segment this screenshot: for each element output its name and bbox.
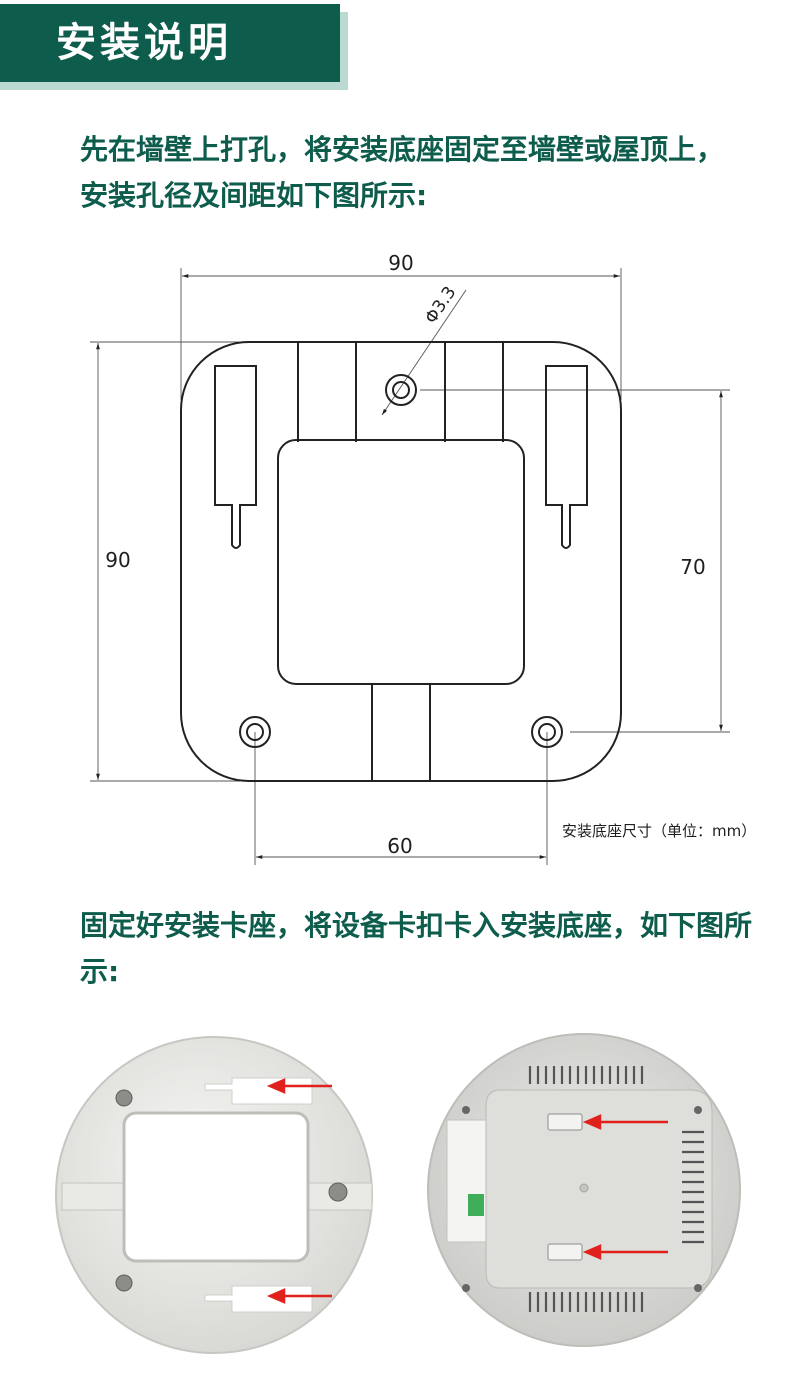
base-plate-outline bbox=[180, 341, 622, 782]
installation-photos bbox=[55, 1033, 741, 1354]
section-banner: 安装说明 bbox=[0, 4, 340, 82]
device-back-photo bbox=[427, 1033, 741, 1347]
screw-icon bbox=[115, 1089, 348, 1292]
mount-base-technical-drawing: 90 90 70 60 Φ3.3 安装底座尺寸（单位：mm） bbox=[90, 251, 756, 865]
red-arrow-icon bbox=[582, 1114, 668, 1260]
mounting-base-photo bbox=[55, 1036, 373, 1354]
dim-hole-diameter: Φ3.3 bbox=[421, 283, 460, 328]
dim-bottom-spacing: 60 bbox=[387, 834, 412, 858]
red-arrow-icon bbox=[266, 1078, 332, 1304]
dimension-lines bbox=[90, 268, 730, 865]
banner-title: 安装说明 bbox=[56, 20, 232, 66]
dim-left-height: 90 bbox=[105, 548, 130, 572]
drawing-caption: 安装底座尺寸（单位：mm） bbox=[562, 822, 756, 840]
intro-paragraph: 先在墙壁上打孔，将安装底座固定至墙壁或屋顶上，安装孔径及间距如下图所示: bbox=[80, 133, 725, 212]
vent-slots bbox=[528, 1066, 704, 1312]
dim-top-width: 90 bbox=[388, 251, 413, 275]
dim-right-spacing: 70 bbox=[680, 555, 705, 579]
install-step-paragraph: 固定好安装卡座，将设备卡扣卡入安装底座，如下图所示: bbox=[80, 909, 753, 988]
